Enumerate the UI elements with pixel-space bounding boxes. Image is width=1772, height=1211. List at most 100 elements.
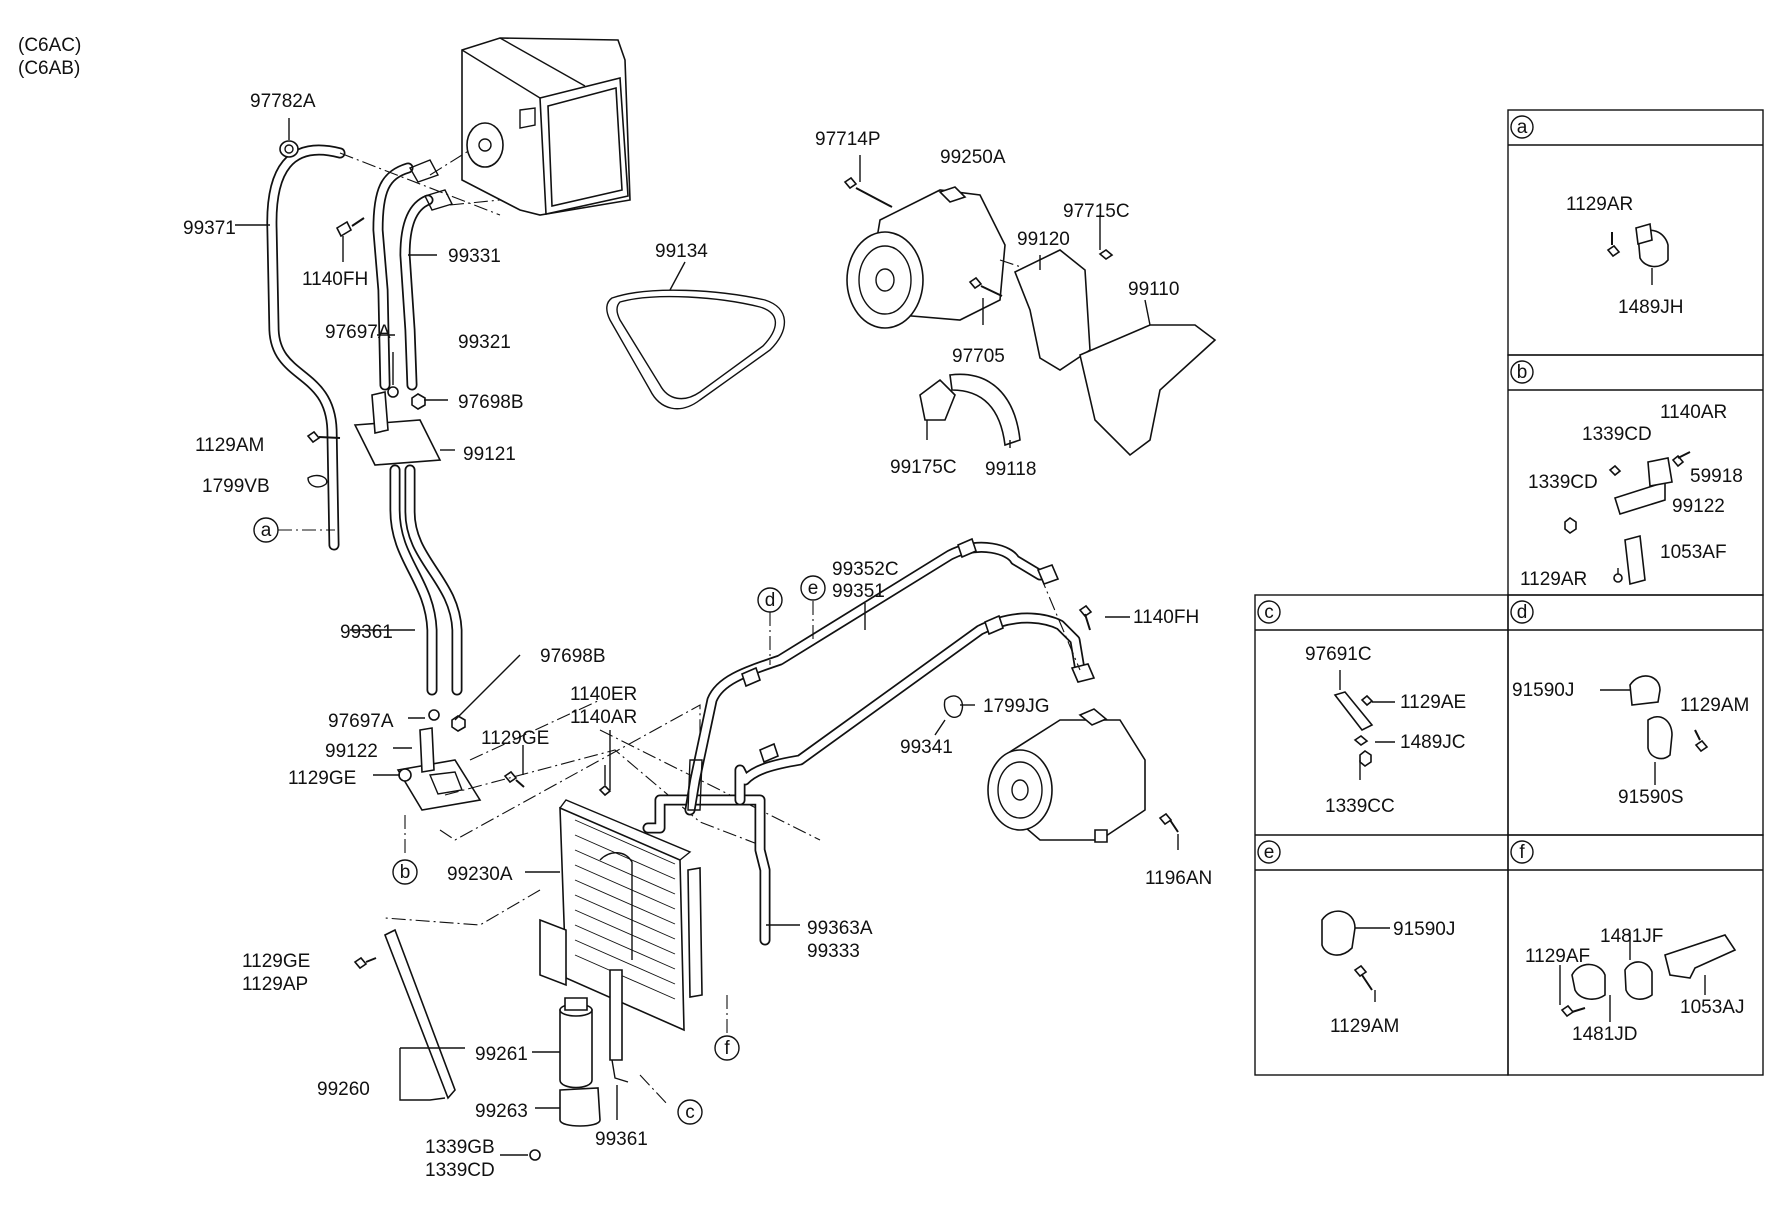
detail-panel-b: b 1339CD 1140AR 59918 1339CD 99122 1053A… [1507, 354, 1764, 596]
clip-1799jg [943, 695, 964, 718]
callout-c[interactable]: c [677, 1099, 703, 1125]
label-1140fh: 1140FH [302, 269, 368, 290]
bracket-99260 [383, 928, 456, 1100]
nut-97715c [1098, 249, 1114, 260]
evaporator-unit [461, 37, 631, 216]
part-labels: 97782A 99371 1140FH 99331 97697A 99321 9… [183, 91, 1212, 1181]
detail-panel-d: d 91590J 1129AM 91590S [1507, 594, 1764, 836]
svg-text:1481JF: 1481JF [1600, 926, 1663, 947]
bracket-99122 [396, 727, 482, 811]
svg-text:91590J: 91590J [1512, 680, 1574, 701]
bracket-99175c [919, 378, 956, 421]
svg-text:e: e [808, 578, 819, 599]
svg-text:99122: 99122 [1672, 496, 1725, 517]
label-97782a: 97782A [250, 91, 316, 112]
bolt-1140fh-right [1078, 604, 1093, 618]
seal-97697a-mid [428, 709, 440, 721]
label-1799jg: 1799JG [983, 696, 1050, 717]
label-1129am: 1129AM [195, 435, 264, 456]
svg-text:c: c [1264, 602, 1274, 623]
label-1339cd: 1339CD [425, 1160, 495, 1181]
bolt-1129am [306, 430, 321, 444]
svg-text:f: f [724, 1038, 730, 1059]
seal-97698b [411, 393, 426, 410]
label-99120: 99120 [1017, 229, 1070, 250]
label-99361: 99361 [595, 1129, 648, 1150]
label-99371: 99371 [183, 218, 236, 239]
svg-text:91590S: 91590S [1618, 787, 1684, 808]
svg-text:1129AE: 1129AE [1400, 692, 1466, 713]
model-code-c6ab: (C6AB) [18, 58, 80, 79]
svg-text:1489JH: 1489JH [1618, 297, 1684, 318]
label-99351: 99351 [832, 581, 885, 602]
condenser-99230a [539, 799, 703, 1032]
pipe-99361-lower [609, 969, 629, 1083]
svg-text:1129AF: 1129AF [1525, 946, 1590, 967]
label-99118: 99118 [985, 459, 1036, 480]
label-99333: 99333 [807, 941, 860, 962]
label-99341: 99341 [900, 737, 953, 758]
callout-a[interactable]: a [253, 517, 279, 543]
label-97715c: 97715C [1063, 201, 1130, 222]
hose-99352c-99351 [684, 541, 1046, 816]
svg-text:f: f [1519, 842, 1525, 863]
svg-text:e: e [1264, 842, 1275, 863]
callout-b[interactable]: b [392, 859, 418, 885]
bracket-99110 [1079, 324, 1217, 457]
svg-text:d: d [765, 590, 776, 611]
svg-text:1129AM: 1129AM [1680, 695, 1749, 716]
svg-text:1053AJ: 1053AJ [1680, 997, 1744, 1018]
label-99263: 99263 [475, 1101, 528, 1122]
label-97698b: 97698B [458, 392, 524, 413]
svg-text:97691C: 97691C [1305, 644, 1372, 665]
bolt-1129ge [503, 770, 518, 784]
label-99121: 99121 [463, 444, 516, 465]
label-99363a: 99363A [807, 918, 873, 939]
detail-panel-a: a 1129AR 1489JH [1507, 109, 1764, 356]
clip-1799vb [307, 474, 328, 488]
svg-text:a: a [261, 520, 272, 541]
hose-99361-upper [389, 464, 463, 696]
detail-panel-e: e 91590J 1129AM [1255, 834, 1508, 1037]
nut-1129ge [398, 768, 412, 782]
hose-99341 [734, 612, 1086, 806]
label-1129ge: 1129GE [481, 728, 549, 749]
bolt-1140fh [335, 217, 365, 238]
label-99110: 99110 [1128, 279, 1179, 300]
label-97697a: 97697A [325, 322, 391, 343]
bracket-99121 [353, 391, 442, 466]
label-1129ap: 1129AP [242, 974, 308, 995]
bolt-97705 [968, 276, 983, 290]
svg-text:59918: 59918 [1690, 466, 1743, 487]
bolt-97714p [843, 176, 858, 190]
label-99260: 99260 [317, 1079, 370, 1100]
svg-text:1053AF: 1053AF [1660, 542, 1727, 563]
label-1196an: 1196AN [1145, 868, 1212, 889]
svg-text:1481JD: 1481JD [1572, 1024, 1638, 1045]
label-1140er: 1140ER [570, 684, 637, 705]
bolt-1140er-1140ar [598, 784, 612, 797]
svg-text:1129AM: 1129AM [1330, 1016, 1399, 1037]
label-97714p: 97714P [815, 129, 881, 150]
svg-text:c: c [685, 1102, 695, 1123]
bracket-99120 [1013, 249, 1091, 371]
svg-text:1129AR: 1129AR [1520, 569, 1587, 590]
svg-text:d: d [1517, 602, 1528, 623]
label-99134: 99134 [655, 241, 708, 262]
svg-text:1339CD: 1339CD [1582, 424, 1652, 445]
nut-1339gb-1339cd [529, 1149, 541, 1161]
label-99331: 99331 [448, 246, 501, 267]
label-97698b: 97698B [540, 646, 606, 667]
detail-panel-f: f 1481JF 1129AF 1053AJ 1481JD [1507, 834, 1764, 1076]
receiver-drier-99261 [559, 997, 593, 1089]
svg-text:1339CC: 1339CC [1325, 796, 1395, 817]
callout-f[interactable]: f [714, 1035, 740, 1061]
compressor-upper [846, 186, 1006, 329]
label-1140fh: 1140FH [1133, 607, 1199, 628]
model-code-c6ac: (C6AC) [18, 35, 81, 56]
callout-e[interactable]: e [800, 575, 826, 601]
pipe-99363a-99333 [642, 794, 771, 946]
label-1339gb: 1339GB [425, 1137, 495, 1158]
callout-d[interactable]: d [757, 587, 783, 613]
